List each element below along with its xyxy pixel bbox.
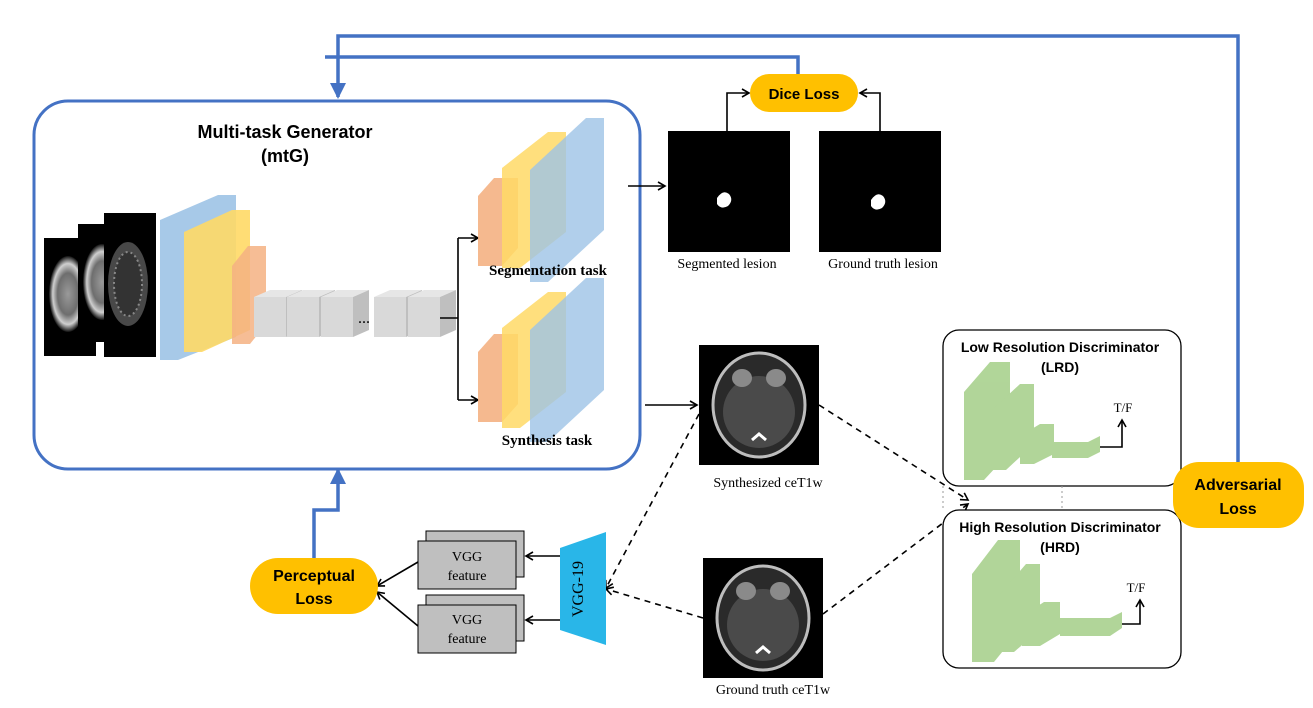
vgg-feature-stack-bottom	[417, 594, 525, 654]
hrd-title-line2: (HRD)	[1040, 539, 1080, 555]
encoder-ellipsis: ...	[358, 310, 370, 327]
arrow-segmented-to-dice	[726, 88, 751, 131]
dashed-synth-to-vgg	[604, 413, 700, 590]
dice-feedback-line	[325, 55, 800, 74]
segmentation-decoder	[478, 118, 604, 282]
hrd-title-line1: High Resolution Discriminator	[959, 519, 1161, 535]
ground-truth-lesion-image	[819, 131, 941, 252]
ground-truth-cet1w-image	[703, 558, 823, 678]
encoder-layers	[160, 195, 456, 360]
vgg-feature-stack-top	[417, 530, 525, 590]
adversarial-feedback-line	[330, 34, 1240, 462]
generator-subtitle: (mtG)	[261, 146, 309, 166]
vgg19-block	[560, 532, 606, 645]
arrow-groundtruth-to-dice	[858, 88, 881, 131]
segmented-lesion-caption: Segmented lesion	[677, 257, 776, 272]
hrd-layers	[972, 540, 1122, 662]
synthesis-task-label: Synthesis task	[502, 433, 593, 449]
ground-truth-ce-caption: Ground truth ceT1w	[716, 683, 831, 698]
synthesized-cet1w-image	[699, 345, 819, 465]
vgg-feature-top-line2: feature	[448, 569, 487, 584]
ground-truth-lesion-caption: Ground truth lesion	[828, 257, 938, 272]
segmentation-task-label: Segmentation task	[489, 263, 608, 279]
perceptual-loss-pill	[250, 558, 378, 614]
synthesis-decoder	[478, 278, 604, 442]
arrow-feature-bottom-to-perceptual	[375, 590, 419, 627]
lrd-title-line2: (LRD)	[1041, 359, 1079, 375]
lrd-output-label: T/F	[1114, 400, 1133, 415]
dice-loss-label: Dice Loss	[769, 86, 840, 103]
vgg-feature-bottom-line1: VGG	[452, 613, 482, 628]
lrd-output-arrow	[1100, 418, 1127, 448]
adversarial-loss-label-line1: Adversarial	[1194, 477, 1281, 494]
adversarial-loss-pill	[1173, 462, 1304, 528]
perceptual-loss-label-line2: Loss	[295, 591, 332, 608]
vgg-feature-top-line1: VGG	[452, 550, 482, 565]
adversarial-loss-label-line2: Loss	[1219, 501, 1256, 518]
hrd-output-arrow	[1122, 598, 1145, 625]
generator-box	[32, 99, 642, 471]
dashed-synth-to-discriminators	[818, 404, 970, 501]
lrd-layers	[964, 362, 1100, 480]
branch-connector	[440, 238, 459, 400]
hrd-output-label: T/F	[1127, 580, 1146, 595]
segmented-lesion-image	[668, 131, 790, 252]
vgg-feature-bottom-line2: feature	[448, 632, 487, 647]
generator-title: Multi-task Generator	[197, 122, 372, 142]
synthesized-caption: Synthesized ceT1w	[713, 476, 823, 491]
vgg19-label: VGG-19	[570, 561, 587, 617]
arrow-feature-top-to-perceptual	[375, 561, 419, 587]
dashed-gt-to-vgg	[604, 586, 704, 619]
perceptual-feedback-line	[312, 468, 346, 560]
dashed-gt-to-discriminators	[822, 503, 970, 615]
perceptual-loss-label-line1: Perceptual	[273, 568, 355, 585]
input-mri-stack	[44, 213, 156, 357]
lrd-title-line1: Low Resolution Discriminator	[961, 339, 1160, 355]
dice-loss-pill	[750, 74, 858, 112]
